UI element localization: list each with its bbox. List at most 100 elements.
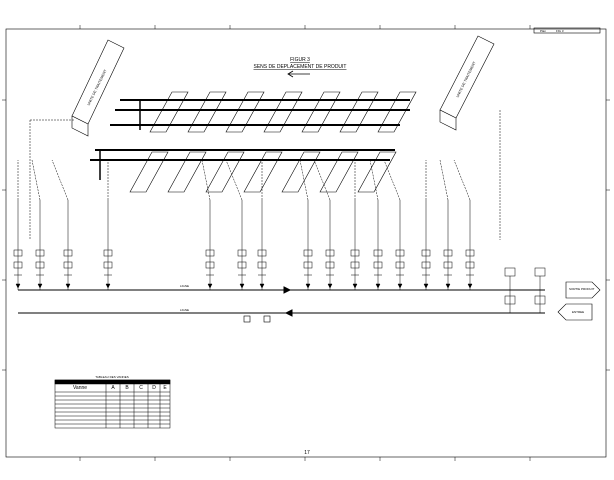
instrument-icon	[350, 249, 360, 257]
manifold-panel	[149, 91, 189, 133]
upper-line-label: LIGNE	[180, 284, 189, 288]
figure-subtitle: SENS DE DEPLACEMENT DE PRODUIT	[254, 64, 347, 70]
table-header-cell: A	[111, 385, 115, 391]
right-treatment-unit	[439, 35, 495, 131]
instrument-icon	[421, 249, 431, 257]
instrument-icon	[443, 249, 453, 257]
valve-icon	[352, 283, 358, 289]
table-header-cell: Vanne	[73, 385, 87, 391]
valve-icon	[243, 315, 251, 323]
table-header-cell: C	[139, 385, 143, 391]
manifold-panel	[339, 91, 379, 133]
outlet-label: SORTIE PRODUIT	[569, 287, 595, 291]
valve-drops	[13, 110, 546, 313]
valve-table	[54, 379, 171, 429]
manifold-panel	[129, 151, 169, 193]
table-header-cell: E	[163, 385, 167, 391]
instrument-icon	[205, 261, 215, 269]
valve-icon	[65, 283, 71, 289]
signal-line	[369, 159, 379, 201]
valve-icon	[239, 283, 245, 289]
valve-icon	[327, 283, 333, 289]
valve-icon	[467, 283, 473, 289]
instrument-icon	[103, 249, 113, 257]
signal-line	[439, 159, 449, 201]
instrument-icon	[395, 249, 405, 257]
left-treatment-unit	[71, 39, 125, 137]
frame-ticks	[2, 25, 610, 461]
title-block-label: Plan	[540, 29, 546, 33]
instrument-icon	[350, 261, 360, 269]
instrument-icon	[63, 261, 73, 269]
pump-icon	[504, 267, 516, 277]
instrument-icon	[303, 261, 313, 269]
instrument-icon	[465, 249, 475, 257]
instrument-icon	[325, 249, 335, 257]
valve-icon	[259, 283, 265, 289]
manifold-panel	[377, 91, 417, 133]
instrument-icon	[35, 261, 45, 269]
instrument-icon	[443, 261, 453, 269]
manifold-panel	[243, 151, 283, 193]
instrument-icon	[257, 261, 267, 269]
instrument-icon	[421, 261, 431, 269]
instrument-icon	[325, 261, 335, 269]
signal-line	[383, 159, 401, 201]
valve-icon	[375, 283, 381, 289]
drawing-frame	[5, 27, 607, 458]
page-number: 17	[304, 450, 310, 456]
instrument-icon	[373, 261, 383, 269]
instrument-icon	[103, 261, 113, 269]
valve-icon	[397, 283, 403, 289]
lower-line-label: LIGNE	[180, 308, 189, 312]
valve-icon	[105, 283, 111, 289]
signal-line	[453, 159, 471, 201]
signal-line	[201, 159, 211, 201]
valve-icon	[207, 283, 213, 289]
valve-icon	[37, 283, 43, 289]
instrument-icon	[395, 261, 405, 269]
signal-line	[31, 159, 41, 201]
valve-icon	[15, 283, 21, 289]
table-header: Vanne A B C D E	[73, 385, 167, 391]
signal-line	[51, 159, 69, 201]
flow-arrow-icon	[283, 286, 292, 294]
instrument-icon	[257, 249, 267, 257]
manifold-panel	[187, 91, 227, 133]
instrument-icon	[303, 249, 313, 257]
valve-icon	[445, 283, 451, 289]
valve-icon	[305, 283, 311, 289]
instrument-icon	[237, 249, 247, 257]
manifold-panel	[319, 151, 359, 193]
instrument-icon	[13, 249, 23, 257]
instrument-icon	[465, 261, 475, 269]
table-header-cell: B	[125, 385, 129, 391]
pump-icon	[534, 267, 546, 277]
manifold-panel	[167, 151, 207, 193]
title-block-value: FIG 3	[556, 29, 564, 33]
piping-manifold	[90, 91, 417, 193]
flow-direction-arrow-icon	[287, 70, 310, 78]
table-header-cell: D	[152, 385, 156, 391]
valve-icon	[423, 283, 429, 289]
manifold-panel	[357, 151, 397, 193]
instrument-icon	[13, 261, 23, 269]
flow-arrow-icon	[284, 309, 293, 317]
manifold-panel	[263, 91, 303, 133]
manifold-panel	[301, 91, 341, 133]
manifold-panel	[225, 91, 265, 133]
title-block	[533, 27, 601, 34]
instrument-icon	[205, 249, 215, 257]
instrument-icon	[35, 249, 45, 257]
manifold-panel	[281, 151, 321, 193]
valve-icon	[263, 315, 271, 323]
signal-line	[299, 159, 309, 201]
manifold-panel	[205, 151, 245, 193]
outlet-tag	[565, 281, 601, 299]
figure-title: FIGUR 3	[290, 57, 310, 63]
instrument-icon	[237, 261, 247, 269]
instrument-icon	[63, 249, 73, 257]
table-title: TABLEAU DES VANNES	[95, 375, 128, 379]
inlet-label: ENTREE	[572, 310, 584, 314]
